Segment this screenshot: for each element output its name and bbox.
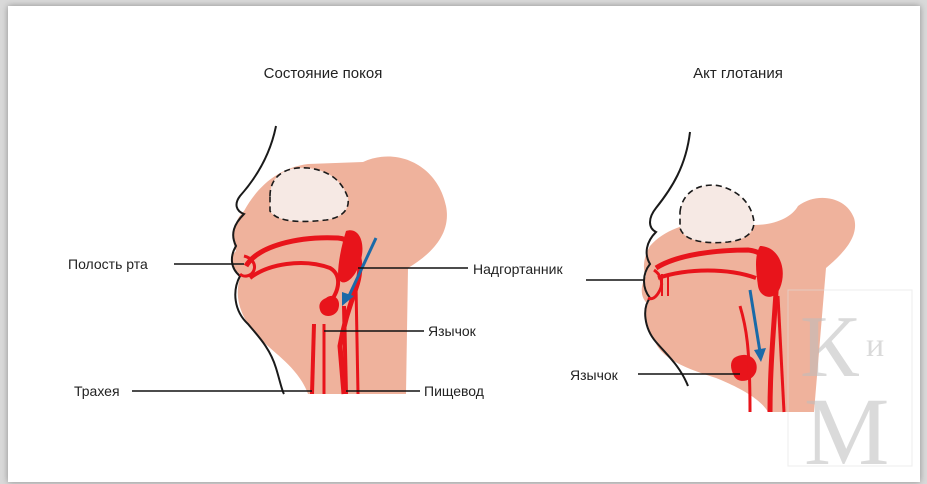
- label-uvula-right: Язычок: [570, 367, 619, 383]
- left-trachea: [312, 324, 314, 394]
- swallowing-diagram: Состояние покоя Полость рта Надгортанник…: [8, 6, 920, 482]
- label-epiglottis: Надгортанник: [473, 261, 563, 277]
- left-esophagus-wall: [356, 286, 358, 394]
- label-trachea: Трахея: [74, 383, 120, 399]
- label-esophagus: Пищевод: [424, 383, 484, 399]
- left-head-illustration: [232, 126, 447, 394]
- watermark-letter-m: М: [804, 378, 889, 482]
- left-esophagus: [344, 306, 346, 394]
- label-oral-cavity: Полость рта: [68, 256, 148, 272]
- watermark-letter-i: и: [866, 327, 884, 364]
- left-panel-title: Состояние покоя: [264, 65, 383, 82]
- right-panel-title: Акт глотания: [693, 65, 783, 82]
- watermark-logo: К и М: [788, 290, 912, 482]
- diagram-frame: Состояние покоя Полость рта Надгортанник…: [8, 6, 920, 482]
- label-uvula-left: Язычок: [428, 323, 477, 339]
- right-nasal-cavity: [680, 185, 754, 243]
